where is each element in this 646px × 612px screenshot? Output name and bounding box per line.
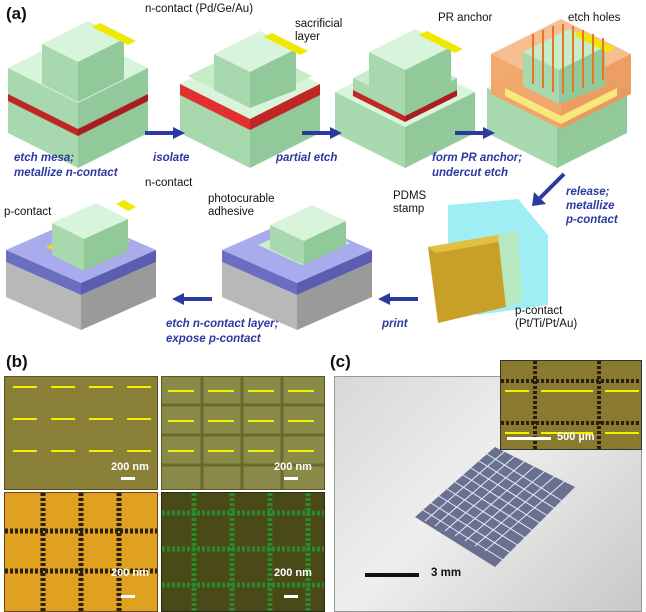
arrow-step-1 (145, 127, 185, 139)
label-sacrificial-2: layer (295, 31, 320, 43)
pdms-stamp-block (428, 199, 548, 323)
step-6: print (382, 318, 408, 330)
arrow-step-2 (302, 127, 342, 139)
panel-b-label: (b) (6, 352, 28, 371)
scale-label-b4: 200 nm (274, 567, 312, 579)
step-5-line-1: release; (566, 186, 610, 198)
step-3: partial etch (276, 152, 338, 164)
step-1-line-2: metallize n-contact (14, 167, 118, 179)
label-n-contact: n-contact (145, 177, 193, 189)
device-block-2 (180, 31, 320, 168)
scale-label-b2: 200 nm (274, 461, 312, 473)
step-5-line-2: metallize (566, 200, 615, 212)
scale-label-c-main: 3 mm (431, 567, 462, 579)
scale-label-c-inset: 500 µm (557, 431, 595, 443)
label-p-contact-metal-2: (Pt/Ti/Pt/Au) (515, 318, 578, 330)
photo-c-inset: 500 µm (500, 360, 642, 450)
scale-label-b1: 200 nm (111, 461, 149, 473)
step-1-line-1: etch mesa; (14, 152, 75, 164)
arrow-step-5 (378, 293, 418, 305)
micrograph-b3: 200 nm (4, 492, 158, 612)
label-sacrificial-1: sacrificial (295, 18, 343, 30)
label-photocurable-2: adhesive (208, 206, 255, 218)
panel-a-label: (a) (6, 4, 27, 23)
device-block-3 (335, 29, 475, 168)
micrograph-b2: 200 nm (161, 376, 325, 490)
step-7-line-2: expose p-contact (166, 333, 261, 345)
device-block-4 (487, 19, 631, 168)
step-4-line-2: undercut etch (432, 167, 509, 179)
label-n-contact-top: n-contact (Pd/Ge/Au) (145, 3, 254, 15)
label-p-contact: p-contact (4, 206, 52, 218)
label-pr-anchor: PR anchor (438, 12, 493, 24)
label-pdms-1: PDMS (393, 190, 427, 202)
label-p-contact-metal-1: p-contact (515, 305, 563, 317)
step-5-line-3: p-contact (566, 214, 618, 226)
device-block-6 (222, 205, 372, 330)
scale-label-b3: 200 nm (111, 567, 149, 579)
label-pdms-2: stamp (393, 203, 425, 215)
micrograph-b1: 200 nm (4, 376, 158, 490)
step-2: isolate (153, 152, 190, 164)
label-etch-holes: etch holes (568, 12, 621, 24)
step-4-line-1: form PR anchor; (432, 152, 523, 164)
step-7-line-1: etch n-contact layer; (166, 318, 279, 330)
arrow-step-6 (172, 293, 212, 305)
label-photocurable-1: photocurable (208, 193, 275, 205)
device-block-1 (8, 21, 148, 168)
arrow-step-3 (455, 127, 495, 139)
panel-c-label: (c) (330, 352, 351, 371)
micrograph-b4: 200 nm (161, 492, 325, 612)
arrow-step-4 (532, 172, 566, 206)
device-block-7 (6, 200, 156, 330)
